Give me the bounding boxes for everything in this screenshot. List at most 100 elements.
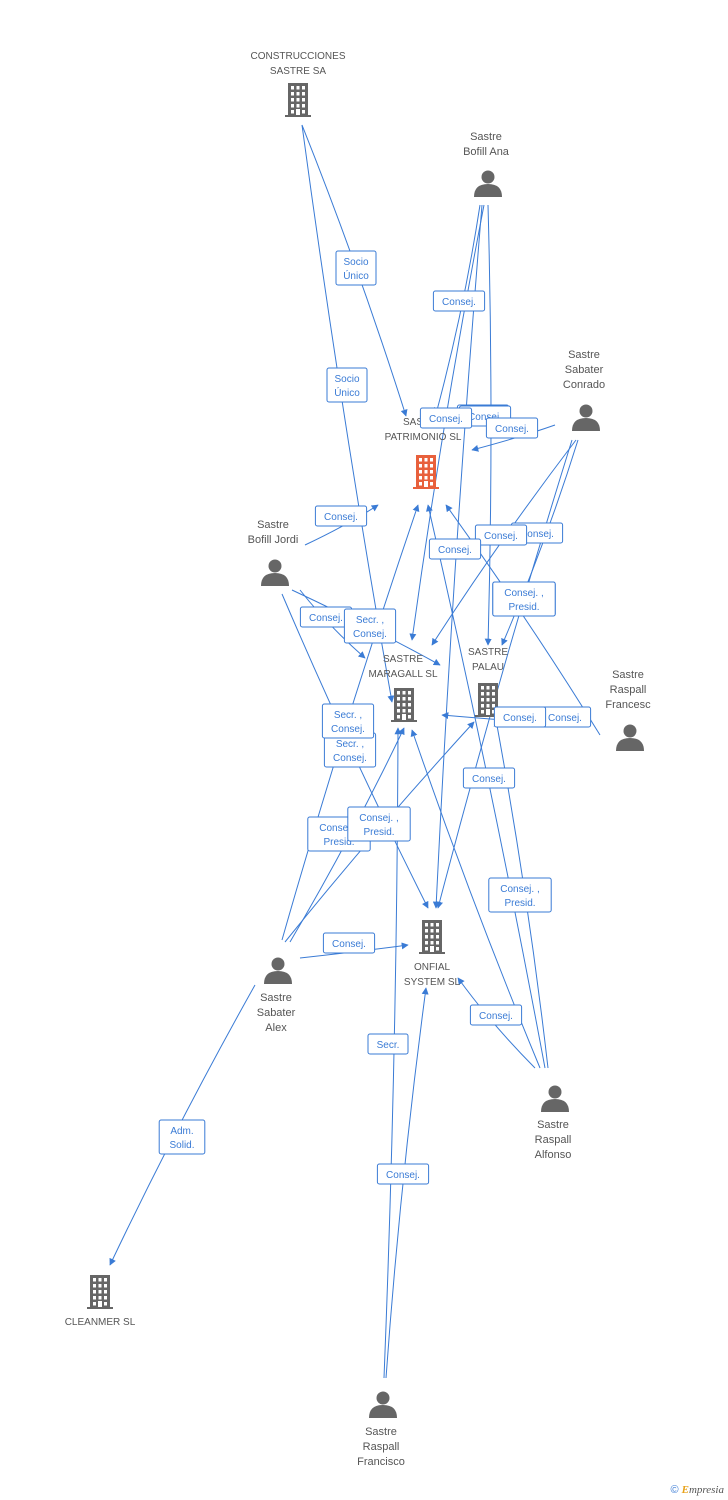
node-label: Sastre — [470, 131, 502, 143]
edge-label-text: Consej. — [324, 512, 358, 523]
edge-label[interactable]: Consej. — [432, 290, 486, 312]
node-label: Conrado — [563, 379, 605, 391]
edge-label-box — [488, 877, 552, 913]
node-cleanmer[interactable]: CLEANMER SL — [65, 1275, 136, 1328]
person-icon — [616, 724, 644, 751]
edge-label[interactable]: Consej. — [485, 417, 539, 439]
edge-label-text: Presid. — [363, 827, 394, 838]
building-icon — [413, 455, 439, 489]
edge-label[interactable]: Secr. ,Consej. — [321, 703, 375, 739]
edge-label-text: Único — [334, 386, 360, 399]
brand-initial: E — [681, 1484, 689, 1496]
edge-label-box — [474, 524, 528, 546]
edge-label-text: Consej. , — [359, 813, 398, 824]
edge-label-box — [343, 608, 397, 644]
edge-label-text: Secr. , — [356, 615, 384, 626]
edge-label-text: Consej. , — [504, 588, 543, 599]
person-icon — [474, 170, 502, 197]
building-icon — [475, 683, 501, 717]
node-label: Francisco — [357, 1456, 405, 1468]
edge-label[interactable]: Consej. , Presid. — [492, 581, 556, 617]
edge-label[interactable]: Consej. — [474, 524, 528, 546]
node-maragall[interactable]: SASTRE MARAGALL SL — [368, 654, 438, 722]
edge-label-text: Socio — [343, 257, 368, 268]
edge-label[interactable]: Consej. , Presid. — [347, 806, 411, 842]
edge-label-text: Consej. — [309, 613, 343, 624]
brand-logo: Empresia — [682, 1484, 724, 1496]
edge-label[interactable]: Consej. — [493, 706, 547, 728]
edge-label-text: Consej. , — [500, 884, 539, 895]
node-label: Sastre — [260, 992, 292, 1004]
edge-label[interactable]: Consej. ,Presid. — [488, 877, 552, 913]
edge-label[interactable]: Consej. — [299, 606, 353, 628]
node-label: Bofill Ana — [463, 146, 510, 158]
edge-label-text: Consej. — [438, 545, 472, 556]
node-label: MARAGALL SL — [368, 669, 438, 680]
node-label: SASTRE — [383, 654, 423, 665]
edge-label-text: Secr. , — [336, 739, 364, 750]
edge-label[interactable]: Consej. — [322, 932, 376, 954]
edge-label[interactable]: Consej. — [314, 505, 368, 527]
edge-label[interactable]: Consej. — [376, 1163, 430, 1185]
edge-label-box — [419, 407, 473, 429]
edge-label-text: Consej. — [468, 412, 502, 423]
edge-label-text: Consej. — [548, 713, 582, 724]
edge-label-text: Secr. , — [334, 710, 362, 721]
node-label: CLEANMER SL — [65, 1317, 136, 1328]
edge-label-box — [314, 505, 368, 527]
edge-label-box — [326, 367, 368, 403]
building-icon — [87, 1275, 113, 1309]
edge-label-box — [492, 581, 556, 617]
edge-labels-layer: SocioÚnicoSocioÚnicoConsej.Consej.Consej… — [158, 250, 592, 1185]
node-label: SASTRE — [468, 647, 508, 658]
node-label: Sastre — [612, 669, 644, 681]
edge-label[interactable]: Consej. — [538, 706, 592, 728]
edge-label-box — [347, 806, 411, 842]
edge-label-text: Consej. , — [319, 823, 358, 834]
edge-label-box — [321, 703, 375, 739]
edge-label[interactable]: Consej. — [419, 407, 473, 429]
edge-label-text: Solid. — [169, 1140, 194, 1151]
node-label: Raspall — [610, 684, 647, 696]
edge-label-box — [428, 538, 482, 560]
node-label: Sastre — [537, 1119, 569, 1131]
edge-label-text: Adm. — [170, 1126, 193, 1137]
node-label: Sastre — [365, 1426, 397, 1438]
edge-francesc-patrimonio — [445, 504, 601, 736]
edge-label[interactable]: Secr. ,Consej. — [343, 608, 397, 644]
edge-label-text: Presid. — [508, 602, 539, 613]
edge-label[interactable]: Consej. — [462, 767, 516, 789]
edge-label-text: Consej. — [429, 414, 463, 425]
edge-label-text: Consej. — [472, 774, 506, 785]
node-label: PATRIMONIO SL — [385, 432, 462, 443]
person-icon — [572, 404, 600, 431]
edge-label-text: Consej. — [503, 713, 537, 724]
node-label: Sabater — [565, 364, 604, 376]
edge-label-box — [493, 706, 547, 728]
edge-label-text: Consej. — [520, 529, 554, 540]
edge-label-box — [322, 932, 376, 954]
node-label: PALAU — [472, 662, 504, 673]
edge-label[interactable]: Secr. — [367, 1033, 409, 1055]
footer-brand: © Empresia — [670, 1484, 724, 1496]
edge-label[interactable]: Consej. — [469, 1004, 523, 1026]
edge-label-text: Consej. — [442, 297, 476, 308]
edge-label[interactable]: Adm. Solid. — [158, 1119, 206, 1155]
node-palau[interactable]: SASTRE PALAU — [468, 647, 508, 717]
edge-label[interactable]: Consej. — [428, 538, 482, 560]
edge-label-text: Presid. — [323, 837, 354, 848]
edge-label-box — [335, 250, 377, 286]
